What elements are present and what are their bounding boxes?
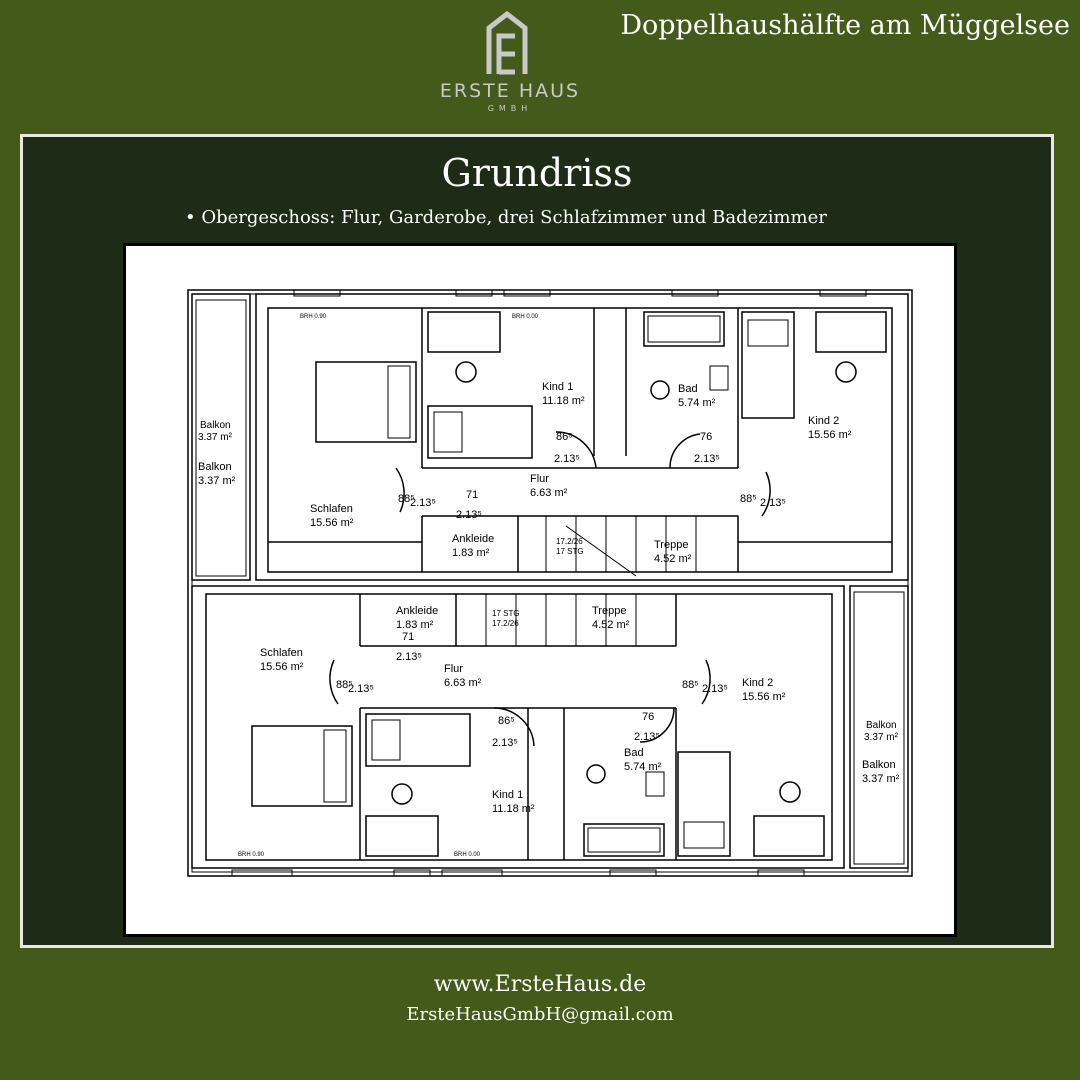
top-kind1-label: Kind 1: [542, 381, 573, 393]
top-ankleide-area: 1.83 m²: [452, 547, 490, 559]
top-dim-5: 86⁵: [556, 431, 573, 443]
top-brh-label-2: BRH 0.00: [512, 314, 539, 320]
top-brh-label-1: BRH 0.90: [300, 314, 327, 320]
top-bad-label: Bad: [678, 383, 698, 395]
panel-description: • Obergeschoss: Flur, Garderobe, drei Sc…: [185, 207, 827, 228]
bottom-dim-10: 2.13⁵: [634, 731, 660, 743]
top-dim-4: 2.13⁵: [456, 509, 482, 521]
bottom-ankleide-label: Ankleide: [396, 605, 438, 617]
top-dim-2: 2.13⁵: [410, 497, 436, 509]
top-dim-9: 88⁵: [740, 493, 757, 505]
website-link[interactable]: www.ErsteHaus.de: [433, 972, 647, 997]
house-logo-icon: [486, 10, 528, 75]
bottom-balkon-1-label: Balkon: [866, 720, 897, 731]
bottom-schlafen-label: Schlafen: [260, 647, 303, 659]
top-treppe-label: Treppe: [654, 539, 688, 551]
bottom-balkon-2-area: 3.37 m²: [862, 773, 900, 785]
bottom-dim-8: 2.13⁵: [492, 737, 518, 749]
bottom-dim-7: 86⁵: [498, 715, 515, 727]
bottom-flur-area: 6.63 m²: [444, 677, 482, 689]
top-ankleide-label: Ankleide: [452, 533, 494, 545]
page-title: Doppelhaushälfte am Müggelsee: [620, 10, 1070, 41]
top-kind2-label: Kind 2: [808, 415, 839, 427]
logo-sub: GMBH: [487, 104, 533, 113]
bottom-kind1-area: 11.18 m²: [492, 803, 535, 815]
bottom-bad-label: Bad: [624, 747, 644, 759]
top-flur-area: 6.63 m²: [530, 487, 568, 499]
bottom-treppe-label: Treppe: [592, 605, 626, 617]
bottom-dim-6: 2.13⁵: [702, 683, 728, 695]
bottom-ankleide-area: 1.83 m²: [396, 619, 434, 631]
top-kind2-area: 15.56 m²: [808, 429, 852, 441]
top-flur-label: Flur: [530, 473, 549, 485]
bottom-kind2-area: 15.56 m²: [742, 691, 786, 703]
floorplan-panel: Grundriss • Obergeschoss: Flur, Garderob…: [20, 134, 1054, 948]
top-treppe-area: 4.52 m²: [654, 553, 692, 565]
bottom-dim-5: 88⁵: [682, 679, 699, 691]
bottom-balkon-1-area: 3.37 m²: [864, 732, 899, 743]
top-bad-area: 5.74 m²: [678, 397, 716, 409]
top-balkon-1-label: Balkon: [200, 420, 231, 431]
bottom-dim-4: 2.13⁵: [348, 683, 374, 695]
bottom-brh-label-2: BRH 0.00: [454, 852, 481, 858]
bottom-schlafen-area: 15.56 m²: [260, 661, 304, 673]
top-balkon-2-area: 3.37 m²: [198, 475, 236, 487]
top-dim-6: 2.13⁵: [554, 453, 580, 465]
bottom-flur-label: Flur: [444, 663, 463, 675]
bottom-dim-9: 76: [642, 711, 654, 723]
floorplan-frame: Balkon 3.37 m² Balkon 3.37 m² Schlafen 1…: [123, 243, 957, 937]
top-balkon-1-area: 3.37 m²: [198, 432, 233, 443]
floorplan-drawing: Balkon 3.37 m² Balkon 3.37 m² Schlafen 1…: [187, 289, 913, 877]
bottom-brh-label-1: BRH 0.90: [238, 852, 265, 858]
bottom-dim-3: 88⁵: [336, 679, 353, 691]
top-stairs-count: 17 STG: [556, 547, 584, 556]
email-link[interactable]: ErsteHausGmbH@gmail.com: [406, 1004, 674, 1025]
bottom-kind2-label: Kind 2: [742, 677, 773, 689]
top-schlafen-area: 15.56 m²: [310, 517, 354, 529]
top-kind1-area: 11.18 m²: [542, 395, 585, 407]
bottom-treppe-area: 4.52 m²: [592, 619, 630, 631]
bottom-dim-2: 2.13⁵: [396, 651, 422, 663]
bottom-kind1-label: Kind 1: [492, 789, 523, 801]
top-dim-1: 88⁵: [398, 493, 415, 505]
bottom-balkon-2-label: Balkon: [862, 759, 896, 771]
bottom-dim-1: 71: [402, 631, 414, 643]
top-dim-3: 71: [466, 489, 478, 501]
bottom-stairs-count: 17 STG: [492, 609, 520, 618]
bottom-stairs-dim: 17.2/26: [492, 619, 519, 628]
logo-name: ERSTE HAUS: [439, 80, 581, 102]
top-dim-10: 2.13⁵: [760, 497, 786, 509]
top-dim-8: 2.13⁵: [694, 453, 720, 465]
top-balkon-2-label: Balkon: [198, 461, 232, 473]
top-schlafen-label: Schlafen: [310, 503, 353, 515]
panel-title: Grundriss: [441, 151, 633, 195]
bottom-bad-area: 5.74 m²: [624, 761, 662, 773]
top-stairs-dim: 17.2/26: [556, 537, 583, 546]
top-dim-7: 76: [700, 431, 712, 443]
company-logo: ERSTE HAUS GMBH: [420, 10, 600, 130]
